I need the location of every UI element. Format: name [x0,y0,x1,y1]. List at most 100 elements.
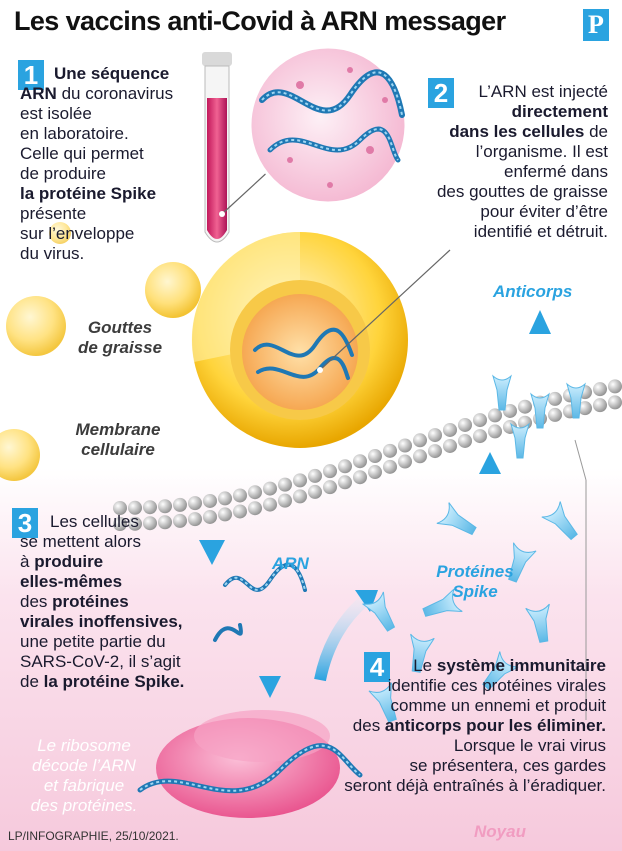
spike-protein-icon [422,588,463,617]
step3-line: virales inoffensives, [20,612,240,632]
step2-line: enfermé dans [400,162,608,182]
spike-protein-icon [436,502,477,536]
step1-line: ARN du coronavirus [20,84,210,104]
step-4-badge: 4 [364,652,390,682]
spike-proteins [362,374,586,723]
step4-line: seront déjà entraînés à l’éradiquer. [296,776,606,796]
text-span: enfermé dans [504,162,608,181]
membrane-bead [503,403,517,418]
lipid-nanoparticle [191,231,451,448]
text-span: Lorsque le vrai virus [453,736,606,755]
membrane-bead [233,488,247,503]
membrane-bead [593,398,607,413]
membrane-bead [158,499,172,514]
membrane-bead [308,484,322,499]
step2-line: identifié et détruit. [400,222,608,242]
membrane-bead [413,449,427,464]
text-span: des [20,592,53,611]
text-span: identifie ces protéines virales [387,676,606,695]
text-span: seront déjà entraînés à l’éradiquer. [344,776,606,795]
membrane-bead [353,454,367,469]
membrane-bead [278,493,292,508]
label-antibodies: Anticorps [493,282,573,301]
text-span: système immunitaire [436,656,606,675]
text-span: à [20,552,35,571]
text-span: se présentera, ces gardes [409,756,606,775]
step3-line: des protéines [20,592,240,612]
membrane-bead [278,477,292,492]
step4-line: se présentera, ces gardes [296,756,606,776]
text-span: identifié et détruit. [473,222,608,241]
step-1-badge: 1 [18,60,44,90]
text-span: de [20,672,44,691]
membrane-bead [548,407,562,422]
membrane-bead [593,382,607,397]
membrane-bead [113,517,127,532]
membrane-bead [518,399,532,414]
membrane-bead [263,481,277,496]
text-span: L’ARN est injecté [478,82,608,101]
label-nucleus: Noyau [474,822,526,841]
text-span: en laboratoire. [20,124,129,143]
membrane-bead [293,489,307,504]
membrane-bead [128,500,142,515]
membrane-bead [308,468,322,483]
step1-line: du virus. [20,244,210,264]
membrane-bead [608,379,622,394]
membrane-bead [488,408,502,423]
membrane-bead [473,413,487,428]
membrane-bead [473,429,487,444]
membrane-bead [263,497,277,512]
spike-protein-icon [541,501,578,541]
membrane-bead [143,500,157,515]
membrane-bead [548,391,562,406]
page-title: Les vaccins anti-Covid à ARN messager [14,6,506,36]
membrane-bead [398,454,412,469]
step3-line: elles-mêmes [20,572,240,592]
text-span: des gouttes de graisse [436,182,608,201]
step2-line: L’ARN est injecté [400,82,608,102]
antibody-icon [492,374,512,411]
membrane-bead [488,424,502,439]
spike-protein-icon [362,591,396,632]
antibody-icon [530,392,550,429]
step1-line: présente [20,204,210,224]
step3-line: une petite partie du [20,632,240,652]
step4-line: des anticorps pour les éliminer. [296,716,606,736]
label-arn: ARN [272,554,309,573]
membrane-bead [188,496,202,511]
lipid-droplets [0,222,201,481]
step1-line: Une séquence [20,64,210,84]
membrane-bead [428,428,442,443]
step2-line: des gouttes de graisse [400,182,608,202]
spike-protein-icon [525,603,550,643]
membrane-bead [338,459,352,474]
step1-line: de produire [20,164,210,184]
text-span: est isolée [20,104,92,123]
spike-protein-icon [508,542,537,583]
membrane-bead [443,422,457,437]
spike-protein-icon [368,682,397,723]
membrane-bead [233,504,247,519]
step1-line: Celle qui permet [20,144,210,164]
text-span: une petite partie du [20,632,166,651]
membrane-bead [368,465,382,480]
text-span: présente [20,204,87,223]
membrane-bead [218,491,232,506]
membrane-bead [608,395,622,410]
step3-line: à produire [20,552,240,572]
membrane-bead [128,516,142,531]
step2-line: dans les cellules de [400,122,608,142]
text-span: de produire [20,164,107,183]
step3-line: Les cellules [20,512,240,532]
membrane-bead [188,512,202,527]
text-span: du virus. [20,244,85,263]
membrane-bead [248,485,262,500]
step2-line: pour éviter d’être [400,202,608,222]
